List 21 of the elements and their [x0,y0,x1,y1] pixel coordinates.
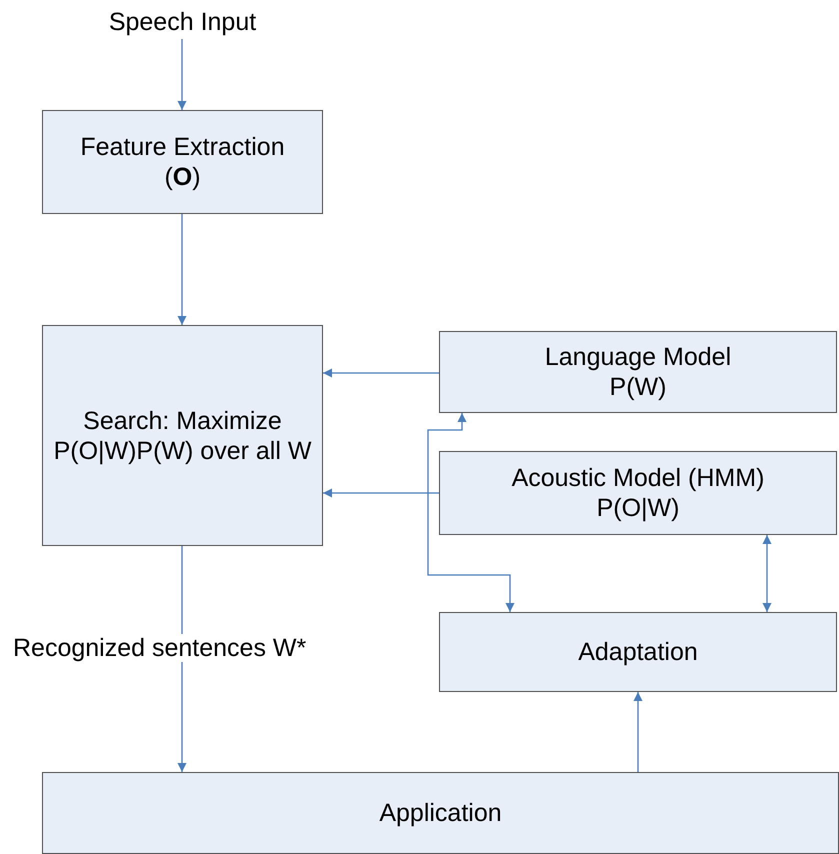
box-label: Adaptation [578,637,698,667]
process-box [439,331,837,413]
box-label: Language Model P(W) [544,342,732,402]
arrow [634,692,642,772]
process-box [439,612,837,692]
input-label: Speech Input [108,7,256,37]
arrow [178,214,186,325]
arrow [427,413,514,612]
process-box [42,110,323,214]
box-label: Feature Extraction (O) [79,132,286,192]
process-box [42,325,323,546]
arrow [178,39,186,110]
box-label: Application [379,798,502,828]
box-label: Search: Maximize P(O|W)P(W) over all W [52,406,312,466]
edge-label: Recognized sentences W* [13,634,306,662]
process-box [42,772,839,854]
arrow [323,488,439,498]
box-label: Acoustic Model (HMM) P(O|W) [510,463,766,523]
process-box [439,451,837,535]
arrow [323,368,439,378]
arrow [762,535,772,612]
